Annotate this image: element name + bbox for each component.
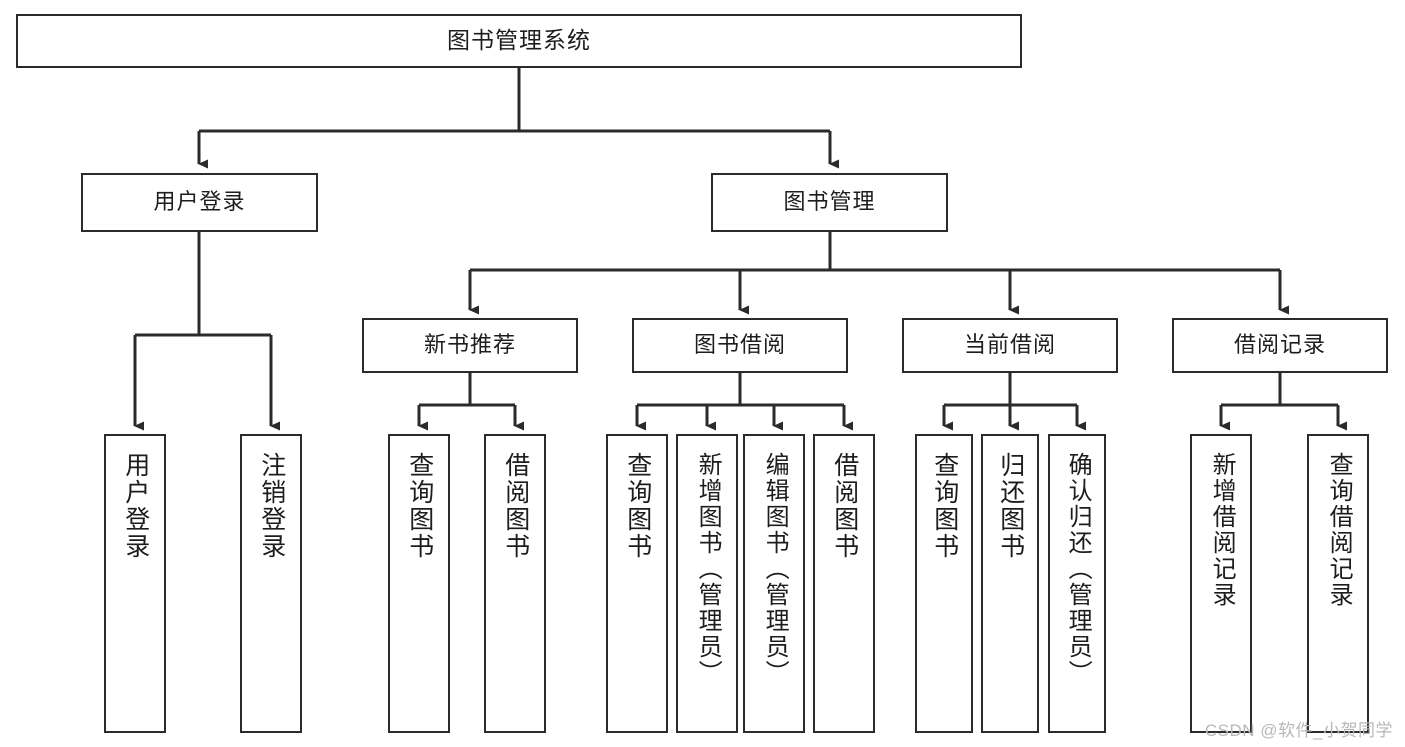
leaf-current-borrow-confirm[interactable]: 确认归还（管理员） <box>1048 434 1106 733</box>
node-root[interactable]: 图书管理系统 <box>16 14 1022 68</box>
leaf-current-borrow-query[interactable]: 查询图书 <box>915 434 973 733</box>
node-borrow-record-label: 借阅记录 <box>1233 332 1326 358</box>
leaf-book-borrow-borrow[interactable]: 借阅图书 <box>813 434 875 733</box>
node-book-borrow-label: 图书借阅 <box>693 332 786 358</box>
leaf-new-book-borrow-label: 借阅图书 <box>501 452 530 560</box>
node-new-book-recommend[interactable]: 新书推荐 <box>362 318 578 373</box>
leaf-book-borrow-add-label: 新增图书（管理员） <box>694 452 722 686</box>
leaf-new-book-borrow[interactable]: 借阅图书 <box>484 434 546 733</box>
node-borrow-record[interactable]: 借阅记录 <box>1172 318 1388 373</box>
leaf-user-login-logout-label: 注销登录 <box>257 452 286 560</box>
node-user-login[interactable]: 用户登录 <box>81 173 318 232</box>
leaf-book-borrow-edit-label: 编辑图书（管理员） <box>761 452 789 686</box>
node-root-label: 图书管理系统 <box>447 27 591 54</box>
leaf-current-borrow-confirm-label: 确认归还（管理员） <box>1064 452 1092 686</box>
leaf-borrow-record-query-label: 查询借阅记录 <box>1325 452 1353 608</box>
leaf-user-login-logout[interactable]: 注销登录 <box>240 434 302 733</box>
leaf-user-login-login[interactable]: 用户登录 <box>104 434 166 733</box>
watermark: CSDN @软件_小贺同学 <box>1204 721 1393 740</box>
node-current-borrow-label: 当前借阅 <box>963 332 1056 358</box>
node-current-borrow[interactable]: 当前借阅 <box>902 318 1118 373</box>
leaf-borrow-record-add[interactable]: 新增借阅记录 <box>1190 434 1252 733</box>
leaf-new-book-query[interactable]: 查询图书 <box>388 434 450 733</box>
leaf-book-borrow-add[interactable]: 新增图书（管理员） <box>676 434 738 733</box>
leaf-current-borrow-query-label: 查询图书 <box>930 452 959 560</box>
node-book-management-label: 图书管理 <box>783 189 876 215</box>
leaf-book-borrow-query-label: 查询图书 <box>623 452 652 560</box>
leaf-borrow-record-add-label: 新增借阅记录 <box>1208 452 1236 608</box>
leaf-current-borrow-return-label: 归还图书 <box>996 452 1025 560</box>
leaf-book-borrow-borrow-label: 借阅图书 <box>830 452 859 560</box>
leaf-book-borrow-query[interactable]: 查询图书 <box>606 434 668 733</box>
node-book-management[interactable]: 图书管理 <box>711 173 948 232</box>
leaf-borrow-record-query[interactable]: 查询借阅记录 <box>1307 434 1369 733</box>
node-new-book-recommend-label: 新书推荐 <box>423 332 516 358</box>
node-user-login-label: 用户登录 <box>153 189 246 215</box>
leaf-current-borrow-return[interactable]: 归还图书 <box>981 434 1039 733</box>
node-book-borrow[interactable]: 图书借阅 <box>632 318 848 373</box>
leaf-book-borrow-edit[interactable]: 编辑图书（管理员） <box>743 434 805 733</box>
leaf-user-login-login-label: 用户登录 <box>121 452 150 560</box>
leaf-new-book-query-label: 查询图书 <box>405 452 434 560</box>
